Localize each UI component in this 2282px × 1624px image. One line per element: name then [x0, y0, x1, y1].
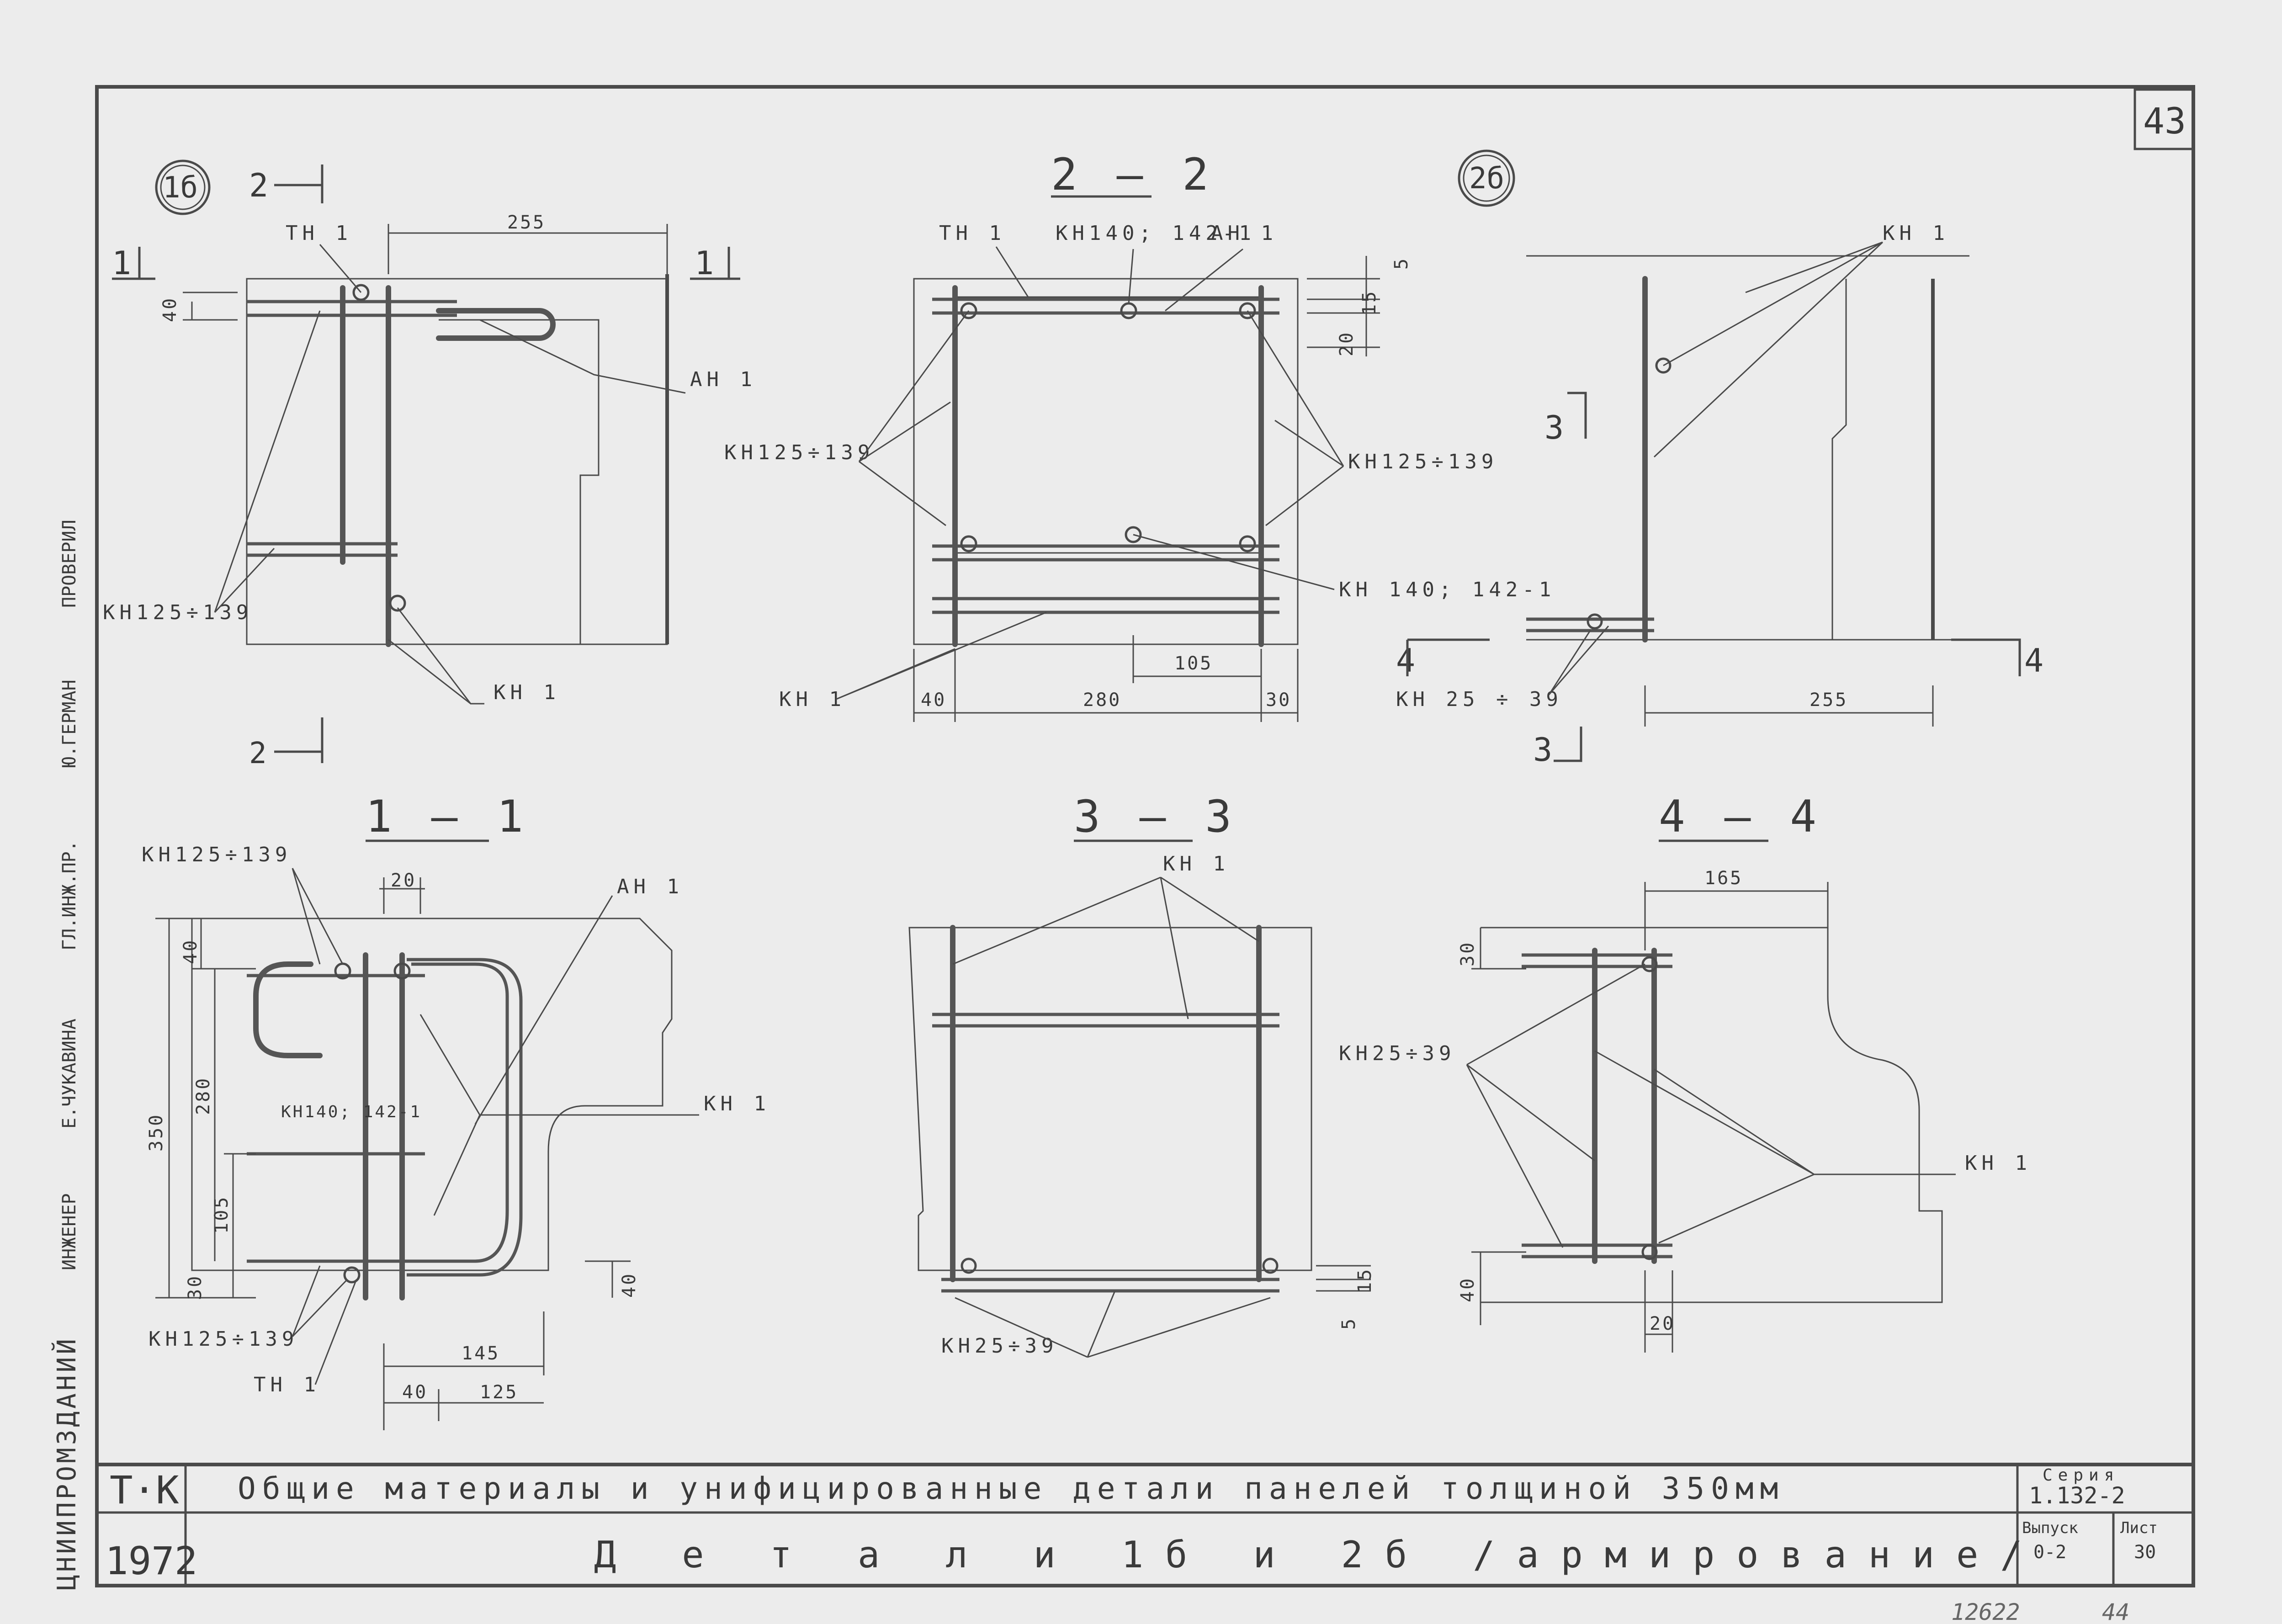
- detail-1b-label-kn1: КН 1: [494, 681, 560, 704]
- stamp-misc: ПРОВЕРИЛ: [59, 520, 80, 608]
- stamp-org: ЦНИИПРОМЗДАНИЙ: [52, 1336, 82, 1590]
- section-2-2-label-kn125-right: КН125÷139: [1348, 450, 1498, 473]
- detail-2b-cut-top: 3: [1544, 409, 1564, 446]
- tb-subtitle: Д е т а л и 1б и 2б /армирование/: [594, 1534, 2044, 1576]
- detail-1b: 1б 2 2 1 1 255 40 ТН 1 АН 1 КН125÷139: [103, 159, 757, 770]
- tb-sheet-value: 30: [2134, 1542, 2156, 1563]
- section-1-1-dim-125: 125: [480, 1382, 518, 1403]
- detail-2b-cut4-right: 4: [2024, 642, 2043, 679]
- tb-title: Общие материалы и унифицированные детали…: [238, 1471, 1784, 1506]
- section-2-2-label-kn140-lower: КН 140; 142-1: [1339, 578, 1555, 601]
- section-4-4-dim-20: 20: [1650, 1313, 1675, 1334]
- section-4-4-dim-165: 165: [1704, 868, 1743, 889]
- section-1-1-label-kn140: КН140; 142-1: [281, 1103, 422, 1121]
- section-1-1-dim-40-right: 40: [619, 1272, 640, 1298]
- detail-1b-cut-side-r: 1: [695, 244, 714, 282]
- section-2-2-label-kn125-left: КН125÷139: [724, 441, 874, 464]
- detail-1b-dim-40: 40: [159, 297, 180, 322]
- sheet-frame: [95, 85, 2195, 1587]
- section-1-1-dim-40: 40: [180, 939, 201, 964]
- section-1-1-label-kn125-bottom: КН125÷139: [149, 1327, 298, 1351]
- section-1-1-title: 1 — 1: [366, 791, 530, 842]
- section-1-1: 1 — 1 350 40 280 105 30 40 20 145 40 125: [142, 791, 770, 1430]
- section-2-2-dim-105: 105: [1174, 653, 1213, 674]
- section-2-2-dim-280: 280: [1083, 690, 1121, 711]
- section-1-1-dim-105: 105: [211, 1195, 232, 1234]
- sheet-number: 43: [2143, 101, 2186, 142]
- tb-issue-value: 0-2: [2033, 1542, 2066, 1563]
- section-3-3: 3 — 3 15 5 КН 1 КН25÷39: [908, 791, 1375, 1358]
- stamp-name-1: Е.ЧУКАВИНА: [59, 1019, 80, 1129]
- detail-1b-cut-bottom: 2: [249, 737, 267, 770]
- section-3-3-title: 3 — 3: [1074, 791, 1238, 842]
- side-stamp: ЦНИИПРОМЗДАНИЙ ИНЖЕНЕР Е.ЧУКАВИНА ГЛ.ИНЖ…: [52, 520, 82, 1590]
- tb-sheet-label: Лист: [2120, 1519, 2158, 1537]
- section-3-3-dim-5: 5: [1338, 1317, 1359, 1330]
- stamp-name-2: Ю.ГЕРМАН: [59, 679, 80, 768]
- section-3-3-label-kn1: КН 1: [1163, 852, 1230, 876]
- handwritten-number: 12622: [1951, 1599, 2020, 1624]
- section-2-2-label-kn140: КН140; 142-1: [1056, 222, 1256, 245]
- title-block: Т·К 1972 Общие материалы и унифицированн…: [105, 1466, 2158, 1583]
- section-2-2: 2 — 2 40 280 30 105 5 15 20 ТН 1 КН140; …: [724, 149, 1555, 722]
- detail-1b-dim-255: 255: [507, 212, 546, 233]
- stamp-role-2: ГЛ.ИНЖ.ПР.: [59, 840, 80, 950]
- section-2-2-title: 2 — 2: [1051, 149, 1215, 200]
- section-2-2-label-an1: АН 1: [1211, 222, 1278, 245]
- stamp-role-1: ИНЖЕНЕР: [59, 1193, 80, 1270]
- section-4-4-dim-40: 40: [1457, 1277, 1478, 1302]
- section-2-2-dim-20: 20: [1336, 331, 1357, 356]
- section-2-2-dim-5: 5: [1391, 257, 1412, 270]
- section-4-4-label-kn25: КН25÷39: [1339, 1042, 1455, 1065]
- section-3-3-label-kn25: КН25÷39: [941, 1334, 1058, 1358]
- section-2-2-dim-30: 30: [1266, 690, 1291, 711]
- section-2-2-dim-15: 15: [1359, 290, 1380, 315]
- section-2-2-dim-40: 40: [921, 690, 946, 711]
- section-4-4: 4 — 4 165 30 40 20 КН25÷39 КН 1: [1339, 791, 2032, 1353]
- tb-year: 1972: [105, 1539, 197, 1583]
- section-1-1-dim-30: 30: [185, 1274, 206, 1300]
- section-1-1-label-tn1: ТН 1: [254, 1373, 320, 1396]
- tb-issue-label: Выпуск: [2022, 1519, 2078, 1537]
- detail-1b-label-kn125: КН125÷139: [103, 601, 253, 624]
- detail-1b-cut-top: 2: [249, 167, 268, 204]
- detail-2b-dim-255: 255: [1810, 690, 1848, 711]
- detail-1b-cut-side-l: 1: [112, 244, 131, 282]
- detail-2b-cut-bottom: 3: [1533, 731, 1552, 769]
- section-1-1-dim-145: 145: [462, 1343, 500, 1364]
- section-1-1-label-an1: АН 1: [617, 875, 684, 898]
- section-1-1-label-kn1: КН 1: [704, 1092, 770, 1115]
- tb-series-label: Серия: [2043, 1466, 2119, 1485]
- section-2-2-label-tn1: ТН 1: [939, 222, 1006, 245]
- section-4-4-title: 4 — 4: [1659, 791, 1823, 842]
- section-1-1-dim-350: 350: [146, 1113, 167, 1152]
- section-2-2-label-kn1: КН 1: [779, 688, 846, 711]
- section-1-1-dim-280: 280: [193, 1077, 214, 1115]
- section-1-1-dim-20: 20: [391, 870, 416, 891]
- detail-2b-label-kn1: КН 1: [1883, 222, 1949, 245]
- detail-1b-label-tn1: ТН 1: [286, 222, 352, 245]
- section-1-1-dim-40-bottom: 40: [402, 1382, 428, 1403]
- handwritten-page: 44: [2102, 1599, 2129, 1624]
- detail-2b: 2б 3 3 4 4 255 КН 1 КН 25 ÷ 39: [1396, 149, 2043, 769]
- detail-2b-cut4-left: 4: [1396, 642, 1415, 679]
- tb-series-value: 1.132-2: [2029, 1482, 2125, 1509]
- detail-2b-label-kn25: КН 25 ÷ 39: [1396, 688, 1563, 711]
- section-4-4-dim-30: 30: [1457, 941, 1478, 966]
- section-1-1-label-kn125-top: КН125÷139: [142, 843, 292, 866]
- section-3-3-dim-15: 15: [1354, 1268, 1375, 1293]
- section-4-4-label-kn1: КН 1: [1965, 1152, 2032, 1175]
- detail-1b-label-an1: АН 1: [690, 368, 757, 391]
- detail-2b-badge: 2б: [1469, 162, 1504, 196]
- detail-1b-badge: 1б: [163, 171, 198, 205]
- tb-code: Т·К: [110, 1468, 179, 1513]
